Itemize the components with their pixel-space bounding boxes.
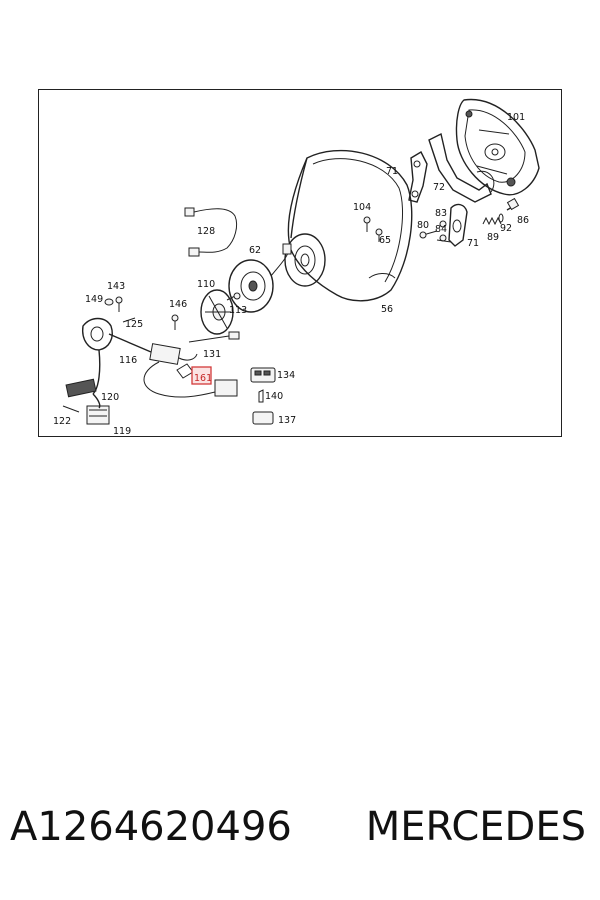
label-146: 146 <box>169 299 187 310</box>
label-122: 122 <box>53 416 71 427</box>
switch-134-drawing <box>250 367 276 383</box>
label-86: 86 <box>517 215 529 226</box>
bracket-72-drawing <box>428 132 495 203</box>
lever-71a-drawing <box>408 151 428 203</box>
product-caption: A1264620496 MERCEDES <box>0 800 600 860</box>
highlight-161-box[interactable] <box>191 366 212 385</box>
bolts-104-65-drawing <box>363 216 383 242</box>
lever-71b-drawing <box>448 203 468 247</box>
cover-101-drawing <box>455 98 540 196</box>
label-71-upper: 71 <box>386 166 398 177</box>
label-131: 131 <box>203 349 221 360</box>
label-161[interactable]: 161 <box>194 373 212 384</box>
label-110: 110 <box>197 279 215 290</box>
label-84: 84 <box>435 224 447 235</box>
small-screws-drawing <box>104 296 179 330</box>
disc-110-drawing <box>200 289 241 335</box>
label-125: 125 <box>125 319 143 330</box>
label-65: 65 <box>379 235 391 246</box>
brand-text: MERCEDES <box>365 804 586 850</box>
label-83: 83 <box>435 208 447 219</box>
switch-137-drawing <box>252 411 274 425</box>
label-92: 92 <box>500 223 512 234</box>
label-143: 143 <box>107 281 125 292</box>
label-104: 104 <box>353 202 371 213</box>
label-140: 140 <box>265 391 283 402</box>
part-140-drawing <box>258 389 264 403</box>
clock-spring-62-drawing <box>228 243 292 313</box>
part-number-text: A1264620496 <box>10 804 292 850</box>
label-149: 149 <box>85 294 103 305</box>
screws-80-83-84-drawing <box>419 220 452 243</box>
label-134: 134 <box>277 370 295 381</box>
label-101: 101 <box>507 112 525 123</box>
part-161-drawing[interactable] <box>176 363 194 379</box>
label-72: 72 <box>433 182 445 193</box>
lower-switch-drawing <box>62 378 110 425</box>
spring-89-drawing <box>482 197 520 226</box>
exploded-view-drawing: 101 71 72 104 65 80 83 84 71 89 92 86 12… <box>53 98 540 437</box>
parts-diagram: 101 71 72 104 65 80 83 84 71 89 92 86 12… <box>38 89 562 437</box>
label-89: 89 <box>487 232 499 243</box>
label-128: 128 <box>197 226 215 237</box>
cable-loop-drawing <box>143 361 238 398</box>
switch-116-drawing <box>82 317 240 395</box>
label-113: 113 <box>229 305 247 316</box>
label-71-lower: 71 <box>467 238 479 249</box>
label-56: 56 <box>381 304 393 315</box>
label-120: 120 <box>101 392 119 403</box>
label-62: 62 <box>249 245 261 256</box>
wire-128-drawing <box>184 207 238 257</box>
label-116: 116 <box>119 355 137 366</box>
label-119: 119 <box>113 426 131 437</box>
label-137: 137 <box>278 415 296 426</box>
label-80: 80 <box>417 220 429 231</box>
